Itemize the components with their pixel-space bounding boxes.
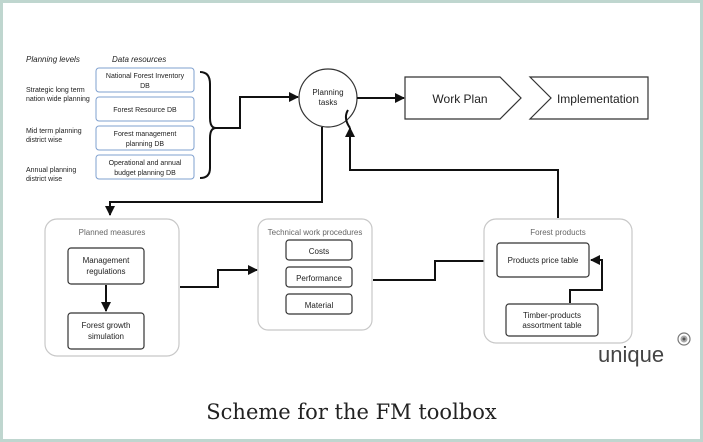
svg-text:Timber-products: Timber-products [523, 311, 581, 320]
svg-text:district wise: district wise [26, 137, 62, 144]
svg-text:Management: Management [83, 256, 130, 265]
svg-text:Products price table: Products price table [508, 256, 579, 265]
implementation-node: Implementation [528, 76, 649, 120]
svg-text:regulations: regulations [86, 267, 125, 276]
svg-text:Material: Material [305, 301, 334, 310]
svg-text:Forest products: Forest products [530, 228, 586, 237]
svg-text:Costs: Costs [309, 247, 329, 256]
svg-text:Operational and annual: Operational and annual [109, 160, 182, 167]
material-box: Material [285, 293, 353, 315]
svg-text:DB: DB [140, 83, 150, 90]
svg-text:unique: unique [598, 342, 664, 367]
planning-levels-header: Planning levels [26, 55, 80, 64]
unique-logo: unique [598, 332, 691, 367]
svg-text:simulation: simulation [88, 332, 124, 341]
svg-text:assortment table: assortment table [522, 321, 582, 330]
planning-curl [344, 109, 351, 129]
db-forest-resource: Forest Resource DB [95, 96, 195, 122]
measures-to-technical-arrow [180, 265, 258, 288]
db-forest-management-planning: Forest management planning DB [95, 125, 195, 151]
svg-text:district wise: district wise [26, 176, 62, 183]
products-to-planning-arrow [345, 127, 559, 218]
svg-text:Forest Resource DB: Forest Resource DB [113, 107, 177, 114]
db-operational-annual-budget: Operational and annual budget planning D… [95, 154, 195, 180]
svg-text:planning DB: planning DB [126, 141, 164, 148]
svg-text:Implementation: Implementation [557, 92, 639, 106]
svg-text:Performance: Performance [296, 274, 342, 283]
svg-text:Forest growth: Forest growth [82, 321, 131, 330]
svg-text:budget planning DB: budget planning DB [114, 170, 176, 177]
products-price-table-box: Products price table [496, 242, 590, 278]
svg-text:Planning: Planning [312, 88, 343, 97]
planning-tasks-node: Planning tasks [298, 68, 358, 128]
svg-text:Annual planning: Annual planning [26, 167, 76, 174]
databases-brace [199, 71, 217, 179]
planning-level-midterm: Mid term planning district wise [26, 128, 82, 144]
technical-to-products-arrow [373, 256, 496, 281]
work-plan-node: Work Plan [404, 76, 522, 120]
svg-text:tasks: tasks [319, 98, 338, 107]
planning-to-measures-arrow [105, 127, 323, 216]
costs-box: Costs [285, 239, 353, 261]
timber-products-assortment-box: Timber-products assortment table [505, 303, 599, 337]
svg-text:Technical work procedures: Technical work procedures [268, 228, 363, 237]
management-regulations-box: Management regulations [67, 247, 145, 285]
svg-text:Mid term planning: Mid term planning [26, 128, 82, 135]
svg-text:Strategic long term: Strategic long term [26, 87, 85, 94]
svg-text:Planned measures: Planned measures [79, 228, 146, 237]
forest-growth-simulation-box: Forest growth simulation [67, 312, 145, 350]
svg-text:Forest management: Forest management [114, 131, 177, 138]
db-national-forest-inventory: National Forest Inventory DB [95, 67, 195, 93]
assortment-to-price-arrow [569, 255, 603, 303]
svg-text:nation wide planning: nation wide planning [26, 96, 90, 103]
planning-level-annual: Annual planning district wise [26, 167, 76, 183]
slide-caption: Scheme for the FM toolbox [206, 400, 497, 424]
svg-text:Work Plan: Work Plan [432, 92, 487, 106]
brace-to-planning-arrow [216, 92, 299, 129]
planning-level-strategic: Strategic long term nation wide planning [26, 87, 90, 103]
svg-text:National Forest Inventory: National Forest Inventory [106, 73, 185, 80]
data-resources-header: Data resources [112, 55, 166, 64]
performance-box: Performance [285, 266, 353, 288]
